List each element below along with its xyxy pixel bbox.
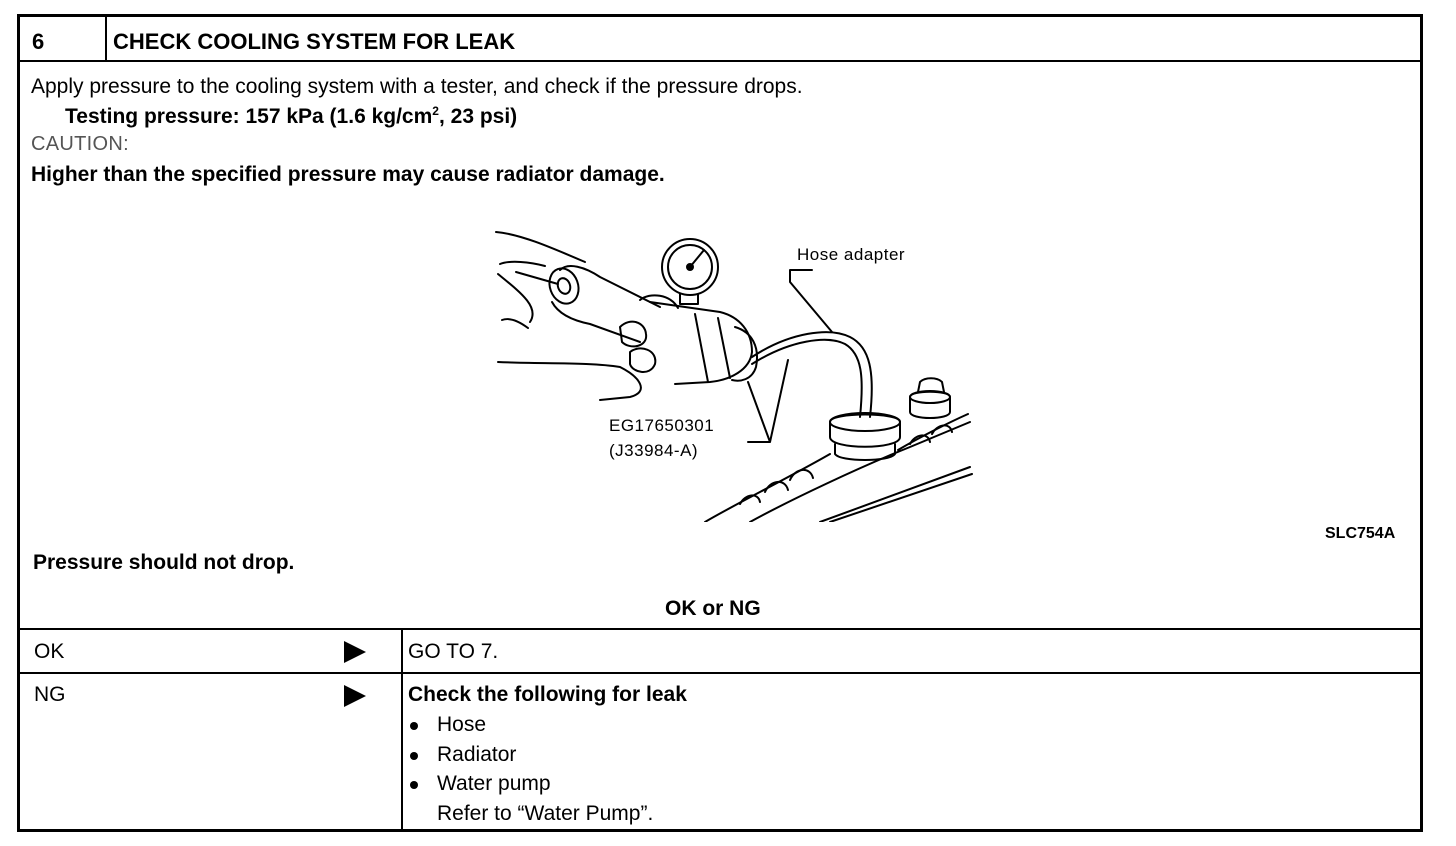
- ok-or-ng-heading: OK or NG: [665, 597, 761, 620]
- radiator-cap: [909, 390, 951, 419]
- bullet-icon: [410, 752, 418, 760]
- testing-pressure-prefix: Testing pressure: 157 kPa (1.6 kg/cm: [65, 105, 433, 128]
- ng-item-water-pump: Water pump: [437, 772, 551, 795]
- testing-pressure: Testing pressure: 157 kPa (1.6 kg/cm2, 2…: [65, 105, 517, 127]
- ok-action: GO TO 7.: [408, 640, 499, 663]
- testing-pressure-sup: 2: [432, 104, 439, 118]
- header-divider: [105, 17, 107, 61]
- tool-alt-number-label: (J33984-A): [609, 441, 699, 460]
- pressure-tester-illustration: [495, 231, 973, 522]
- ng-action-title: Check the following for leak: [408, 683, 687, 706]
- tester-body: [649, 301, 753, 385]
- tool-leader: [747, 359, 789, 443]
- ng-reference: Refer to “Water Pump”.: [437, 802, 654, 825]
- outcome-top-rule: [20, 628, 1420, 630]
- hose-adapter-label: Hose adapter: [797, 245, 906, 264]
- ng-label: NG: [34, 683, 66, 706]
- figure-code: SLC754A: [1325, 525, 1396, 542]
- pressure-expectation: Pressure should not drop.: [33, 551, 295, 574]
- outcome-divider: [401, 628, 403, 832]
- header-bottom-rule: [20, 60, 1420, 62]
- ng-arrow-icon: [344, 685, 366, 707]
- radiator-tank: [704, 413, 971, 522]
- ng-item-hose: Hose: [437, 713, 487, 736]
- instruction-text: Apply pressure to the cooling system wit…: [31, 75, 803, 98]
- tool-number-label: EG17650301: [609, 416, 715, 435]
- ng-item-radiator: Radiator: [437, 743, 517, 766]
- bullet-icon: [410, 722, 418, 730]
- hand-drawing: [495, 231, 642, 401]
- caution-label: CAUTION:: [31, 133, 129, 155]
- outcome-middle-rule: [20, 672, 1420, 674]
- ok-arrow-icon: [344, 641, 366, 663]
- ok-label: OK: [34, 640, 65, 663]
- hose: [751, 331, 873, 418]
- hose-adapter-leader: [789, 269, 833, 333]
- pressure-gauge: [661, 238, 719, 296]
- step-title: CHECK COOLING SYSTEM FOR LEAK: [113, 29, 516, 54]
- caution-text: Higher than the specified pressure may c…: [31, 163, 665, 186]
- inspection-step-sheet: 6 CHECK COOLING SYSTEM FOR LEAK Apply pr…: [17, 14, 1423, 832]
- step-number: 6: [32, 29, 45, 54]
- bullet-icon: [410, 781, 418, 789]
- testing-pressure-suffix: , 23 psi): [438, 105, 518, 128]
- cap-adapter: [829, 413, 901, 448]
